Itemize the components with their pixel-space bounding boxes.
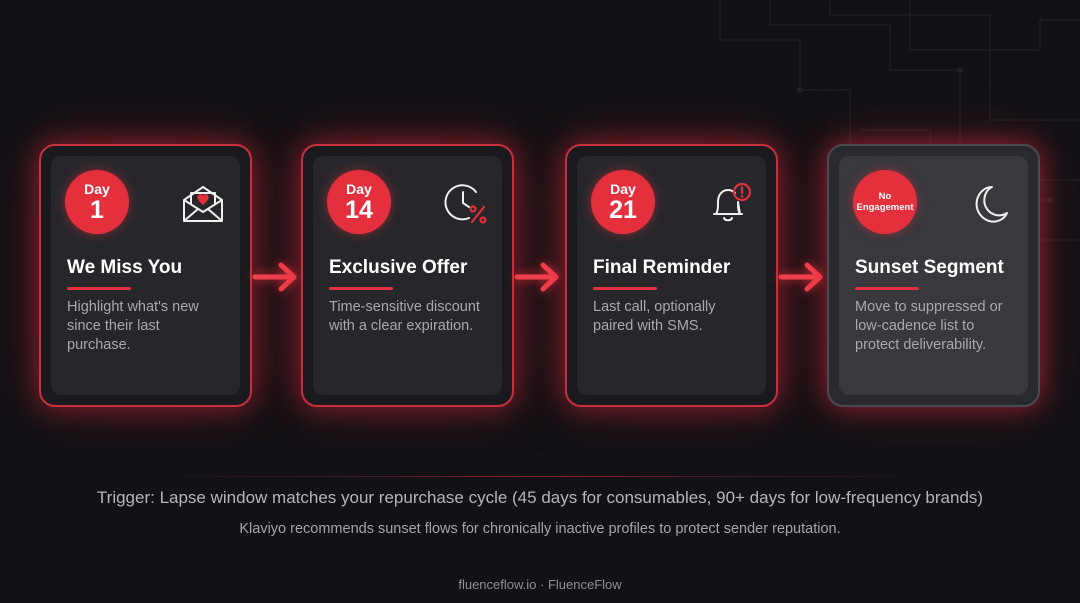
step-title: Exclusive Offer xyxy=(329,257,468,278)
step-card-exclusive-offer: Day 14 Exclusive Offer Time-sensitive di… xyxy=(301,144,514,407)
step-card-we-miss-you: Day 1 We Miss You Highlight what's new s… xyxy=(39,144,252,407)
badge-day-label: Day xyxy=(84,180,110,197)
flow-arrow-right-icon xyxy=(514,262,559,292)
step-card-panel: No Engagement Sunset Segment Move to sup… xyxy=(839,156,1028,395)
step-title: We Miss You xyxy=(67,257,183,278)
title-underline xyxy=(593,287,657,290)
badge-day-number: 14 xyxy=(345,195,373,224)
title-underline xyxy=(67,287,131,290)
step-description: Move to suppressed or low-cadence list t… xyxy=(855,299,1003,353)
envelope-heart-icon xyxy=(183,186,223,222)
step-card-final-reminder: Day 21 Final Reminder Last call, optiona… xyxy=(565,144,778,407)
bell-alert-icon xyxy=(713,182,752,222)
badge-day-label: Day xyxy=(610,180,636,197)
no-engagement-badge: No Engagement xyxy=(853,170,917,234)
step-title: Sunset Segment xyxy=(855,257,1004,278)
clock-percent-icon xyxy=(444,184,487,224)
flow-arrow-right-icon xyxy=(778,262,823,292)
day-badge: Day 21 xyxy=(591,170,655,234)
moon-icon xyxy=(975,186,1008,223)
step-card-sunset-segment: No Engagement Sunset Segment Move to sup… xyxy=(827,144,1040,407)
section-divider xyxy=(140,476,940,477)
badge-label: No Engagement xyxy=(856,191,914,213)
badge-day-number: 21 xyxy=(609,195,637,224)
step-title: Final Reminder xyxy=(593,257,731,278)
step-card-panel: Day 14 Exclusive Offer Time-sensitive di… xyxy=(313,156,502,395)
step-card-panel: Day 21 Final Reminder Last call, optiona… xyxy=(577,156,766,395)
badge-day-label: Day xyxy=(346,180,372,197)
footer-credit: fluenceflow.io · FluenceFlow xyxy=(458,577,622,592)
title-underline xyxy=(855,287,919,290)
step-description: Highlight what's new since their last pu… xyxy=(67,299,199,353)
step-description: Last call, optionally paired with SMS. xyxy=(593,299,716,334)
title-underline xyxy=(329,287,393,290)
day-badge: Day 1 xyxy=(65,170,129,234)
step-card-panel: Day 1 We Miss You Highlight what's new s… xyxy=(51,156,240,395)
trigger-text: Trigger: Lapse window matches your repur… xyxy=(96,488,984,507)
badge-day-number: 1 xyxy=(90,195,104,224)
day-badge: Day 14 xyxy=(327,170,391,234)
recommendation-note: Klaviyo recommends sunset flows for chro… xyxy=(239,521,841,537)
flow-arrow-right-icon xyxy=(252,262,297,292)
step-description: Time-sensitive discount with a clear exp… xyxy=(329,299,480,334)
